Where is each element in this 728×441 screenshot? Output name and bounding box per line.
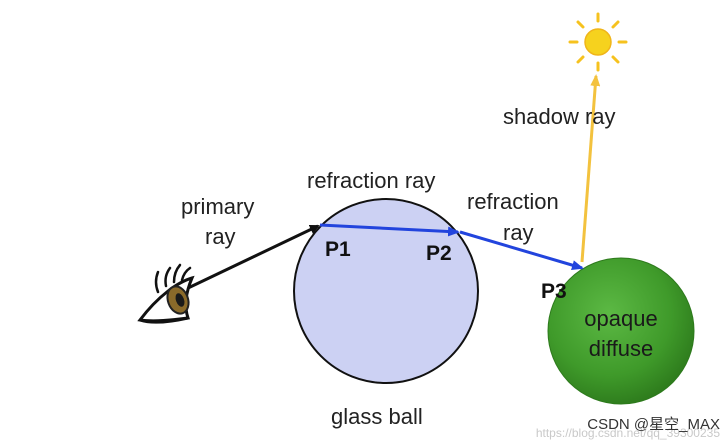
opaque-label-line1: opaque <box>584 306 657 331</box>
refraction-ray-right-label-line1: refraction <box>467 189 559 214</box>
refraction-ray-outside-arrow <box>459 230 584 270</box>
glass-ball <box>293 198 479 384</box>
point-p2-label: P2 <box>426 242 452 265</box>
watermark-url: https://blog.csdn.net/qq_39300235 <box>536 426 720 440</box>
refraction-ray-top-label: refraction ray <box>307 168 435 193</box>
primary-ray-label-line2: ray <box>205 224 236 249</box>
shadow-ray-arrow <box>580 74 601 263</box>
primary-ray-arrow <box>185 224 320 291</box>
refraction-ray-inside-arrow <box>319 223 460 237</box>
refraction-ray-right-label-line2: ray <box>503 220 534 245</box>
point-p3-label: P3 <box>541 280 567 303</box>
sun-icon <box>568 12 628 72</box>
opaque-diffuse-ball <box>547 257 695 405</box>
opaque-label-line2: diffuse <box>589 336 653 361</box>
primary-ray-label-line1: primary <box>181 194 254 219</box>
watermark-csdn: CSDN @星空_MAX <box>587 416 720 433</box>
point-p1-label: P1 <box>325 238 351 261</box>
glass-ball-label: glass ball <box>331 404 423 429</box>
eye-icon <box>137 263 195 324</box>
shadow-ray-label: shadow ray <box>503 104 616 129</box>
